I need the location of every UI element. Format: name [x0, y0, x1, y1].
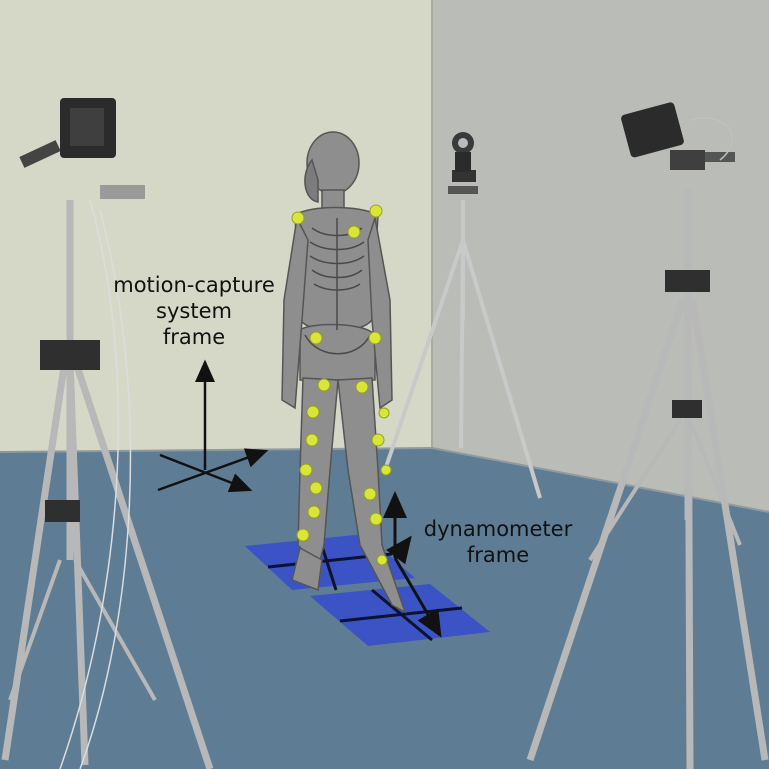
- marker-icon: [318, 379, 330, 391]
- marker-icon: [300, 464, 312, 476]
- marker-icon: [370, 205, 382, 217]
- mocap-label-line-1: motion-capture: [104, 272, 284, 298]
- marker-icon: [356, 381, 368, 393]
- dyn-label-line-2: frame: [414, 542, 582, 568]
- marker-icon: [379, 408, 389, 418]
- mocap-label-line-3: frame: [104, 324, 284, 350]
- marker-icon: [381, 465, 391, 475]
- marker-icon: [310, 482, 322, 494]
- marker-icon: [372, 434, 384, 446]
- marker-icon: [370, 513, 382, 525]
- mocap-frame-label: motion-capture system frame: [104, 272, 284, 350]
- marker-icon: [377, 555, 387, 565]
- marker-icon: [306, 434, 318, 446]
- marker-icon: [297, 529, 309, 541]
- dyn-label-line-1: dynamometer: [414, 516, 582, 542]
- marker-icon: [310, 332, 322, 344]
- mocap-label-line-2: system: [104, 298, 284, 324]
- marker-icon: [292, 212, 304, 224]
- marker-icon: [364, 488, 376, 500]
- marker-icon: [369, 332, 381, 344]
- right-wall: [432, 0, 769, 512]
- dynamometer-frame-label: dynamometer frame: [414, 516, 582, 568]
- marker-icon: [308, 506, 320, 518]
- marker-icon: [348, 226, 360, 238]
- marker-icon: [307, 406, 319, 418]
